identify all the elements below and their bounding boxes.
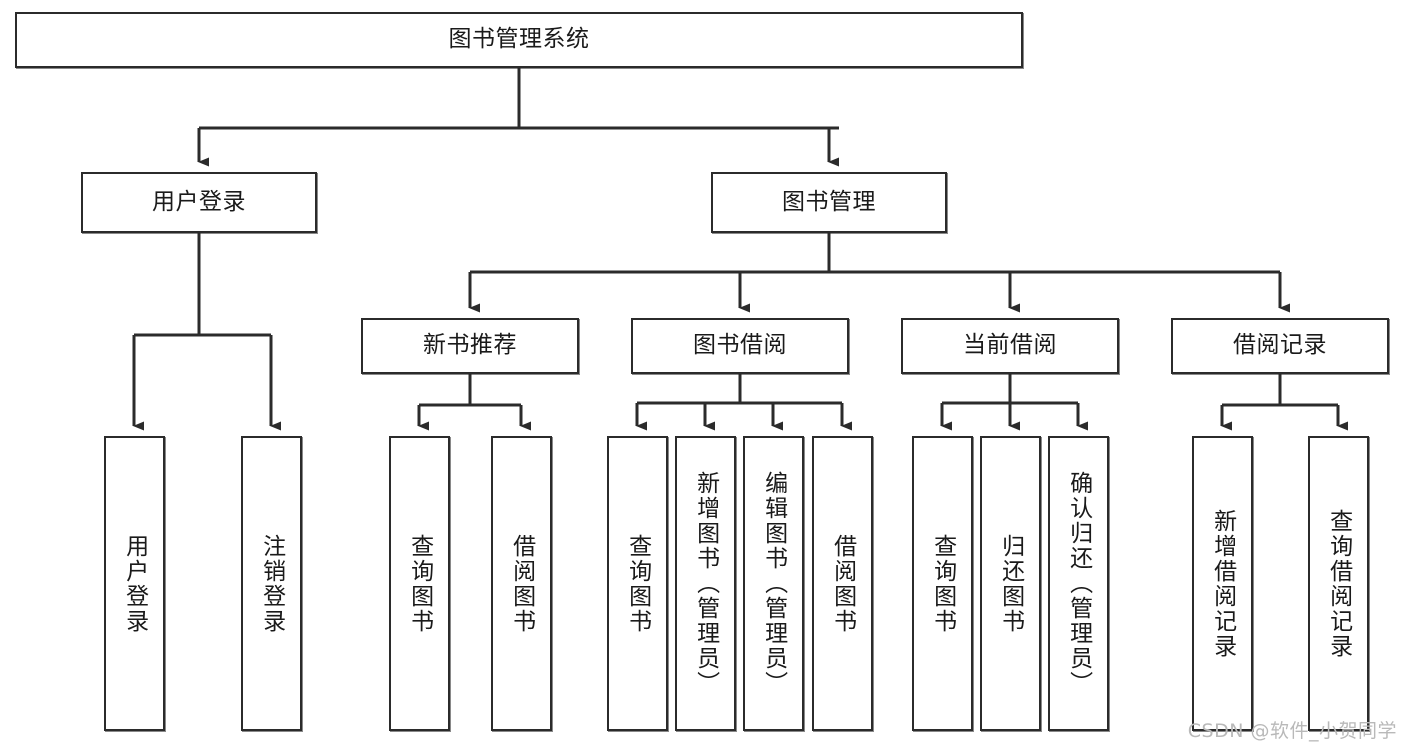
node-label: 用户登录 [152, 188, 246, 215]
node-label: 查询图书 [929, 533, 956, 634]
node-label: 借阅图书 [829, 533, 856, 634]
node-label: 查询图书 [624, 533, 651, 634]
node-book-borrow[interactable]: 图书借阅 [631, 318, 849, 374]
leaf-current-borrow-1[interactable]: 归还图书 [980, 436, 1041, 731]
leaf-borrow-record-0[interactable]: 新增借阅记录 [1192, 436, 1253, 731]
node-label: 新增借阅记录 [1209, 508, 1236, 659]
node-label: 新书推荐 [423, 332, 517, 359]
leaf-borrow-record-1[interactable]: 查询借阅记录 [1308, 436, 1369, 731]
node-current-borrow[interactable]: 当前借阅 [901, 318, 1119, 374]
node-label: 新增图书（管理员） [692, 471, 719, 696]
node-label: 用户登录 [121, 533, 148, 634]
node-root-system[interactable]: 图书管理系统 [15, 12, 1023, 68]
leaf-current-borrow-2[interactable]: 确认归还（管理员） [1048, 436, 1109, 731]
node-user-login[interactable]: 用户登录 [81, 172, 317, 233]
watermark-text: CSDN @软件_小贺同学 [1187, 720, 1397, 742]
leaf-book-borrow-0[interactable]: 查询图书 [607, 436, 668, 731]
leaf-current-borrow-0[interactable]: 查询图书 [912, 436, 973, 731]
leaf-new-book-recommend-0[interactable]: 查询图书 [389, 436, 450, 731]
leaf-book-borrow-2[interactable]: 编辑图书（管理员） [743, 436, 804, 731]
node-label: 归还图书 [997, 533, 1024, 634]
node-label: 查询借阅记录 [1325, 508, 1352, 659]
leaf-new-book-recommend-1[interactable]: 借阅图书 [491, 436, 552, 731]
node-label: 借阅记录 [1233, 332, 1327, 359]
node-label: 图书管理 [782, 188, 876, 215]
leaf-book-borrow-1[interactable]: 新增图书（管理员） [675, 436, 736, 731]
leaf-user-login-0[interactable]: 用户登录 [104, 436, 165, 731]
node-label: 编辑图书（管理员） [760, 471, 787, 696]
node-label: 图书管理系统 [448, 26, 590, 53]
node-label: 图书借阅 [693, 332, 787, 359]
node-label: 注销登录 [258, 533, 285, 634]
leaf-user-login-1[interactable]: 注销登录 [241, 436, 302, 731]
node-label: 借阅图书 [508, 533, 535, 634]
node-label: 当前借阅 [963, 332, 1057, 359]
node-book-management[interactable]: 图书管理 [711, 172, 947, 233]
node-label: 确认归还（管理员） [1065, 471, 1092, 696]
node-new-book-recommend[interactable]: 新书推荐 [361, 318, 579, 374]
node-label: 查询图书 [406, 533, 433, 634]
node-borrow-record[interactable]: 借阅记录 [1171, 318, 1389, 374]
leaf-book-borrow-3[interactable]: 借阅图书 [812, 436, 873, 731]
